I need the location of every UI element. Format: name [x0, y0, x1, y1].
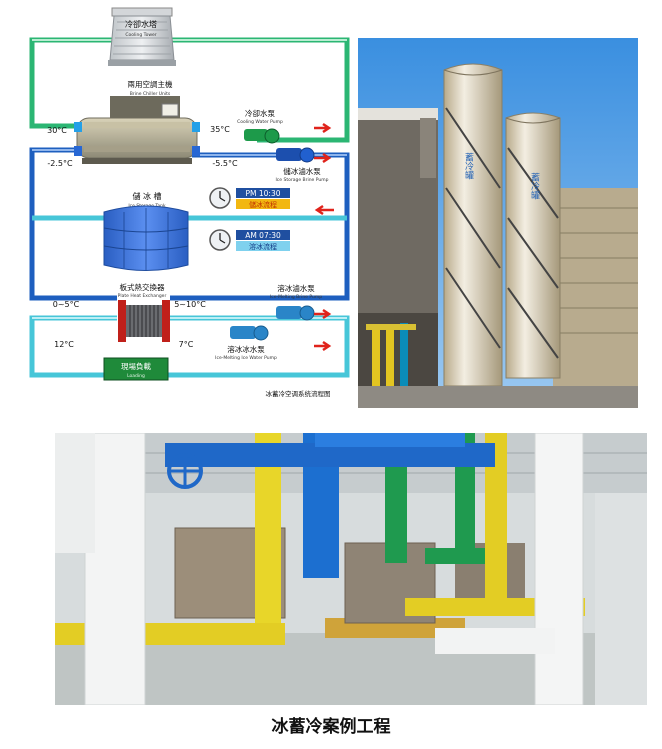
- clock-icon: [209, 187, 231, 209]
- label-subtext: Ice-Melting Brine Pump: [270, 294, 322, 300]
- diagram-footer: 冰蓄冷空调系统流程图: [266, 389, 331, 398]
- tank-label-1: 蓄冷罐: [463, 151, 474, 180]
- melt-water-pump-label: 溶冰冰水泵: [227, 344, 265, 354]
- brine-pump-label: 儲冰滷水泵: [283, 166, 321, 176]
- temp-12: 12°C: [54, 340, 74, 349]
- label-subtext: Brine Chiller Units: [130, 91, 171, 97]
- ice-melting-ice-water-pump: [230, 325, 269, 341]
- label-subtext: Cooling Tower: [125, 32, 156, 38]
- cooling-tower: [108, 7, 176, 66]
- temp-minus-2-5: -2.5°C: [47, 159, 73, 168]
- page-caption: 冰蓄冷案例工程: [271, 717, 391, 737]
- cooling-water-pump-label: 冷卻水泵: [245, 108, 275, 118]
- arrow-red: [314, 152, 332, 164]
- melt-brine-pump-label: 溶冰滷水泵: [277, 283, 315, 293]
- flow-diagram: 冷卻水塔 Cooling Tower 兩用空調主機 Brine Chiller …: [29, 7, 350, 398]
- storage-towers-photo: 蓄冷罐 蓄冷罐: [358, 38, 638, 408]
- temp-30: 30°C: [47, 126, 67, 135]
- ice-storage-brine-pump: [276, 147, 315, 163]
- arrow-red: [314, 204, 334, 216]
- label-subtext: Ice Storage Brine Pump: [275, 177, 328, 183]
- storage-mode: 儲冰流程: [249, 200, 277, 209]
- tank-label-2: 蓄冷罐: [529, 171, 540, 200]
- temp-35: 35°C: [210, 125, 230, 134]
- chiller-unit: [74, 96, 200, 164]
- temp-5-10: 5~10°C: [174, 300, 206, 309]
- phe-label: 板式熱交換器: [120, 282, 165, 292]
- site-load-box: [103, 357, 169, 381]
- chiller-label: 兩用空調主機: [128, 79, 173, 89]
- cooling-tower-label: 冷卻水塔: [125, 19, 157, 29]
- label-subtext: Cooling Water Pump: [237, 119, 283, 125]
- arrow-red: [314, 308, 332, 320]
- site-load-label: 現場負載: [121, 361, 151, 371]
- cooling-water-loop: [29, 37, 114, 129]
- plate-heat-exchanger: [118, 300, 170, 342]
- plant-room-photo: [55, 433, 647, 705]
- cooling-water-pump: [244, 128, 280, 144]
- clock-icon: [209, 229, 231, 251]
- melting-mode: 溶冰流程: [249, 242, 277, 251]
- label-subtext: Plate Heat Exchanger: [118, 293, 167, 299]
- ice-storage-tank: [103, 205, 189, 271]
- temp-7: 7°C: [179, 340, 194, 349]
- storage-time: PM 10:30: [246, 189, 281, 198]
- temp-minus-5-5: -5.5°C: [212, 159, 238, 168]
- arrow-red: [314, 122, 332, 134]
- temp-0-5: 0~5°C: [53, 300, 80, 309]
- ice-melting-brine-pump: [276, 305, 315, 321]
- ice-storage-tank-label: 儲 冰 槽: [132, 191, 161, 201]
- melting-time: AM 07:30: [245, 231, 281, 240]
- label-subtext: Loading: [127, 373, 145, 379]
- arrow-red: [314, 340, 332, 352]
- label-subtext: Ice-Melting Ice Water Pump: [215, 355, 277, 361]
